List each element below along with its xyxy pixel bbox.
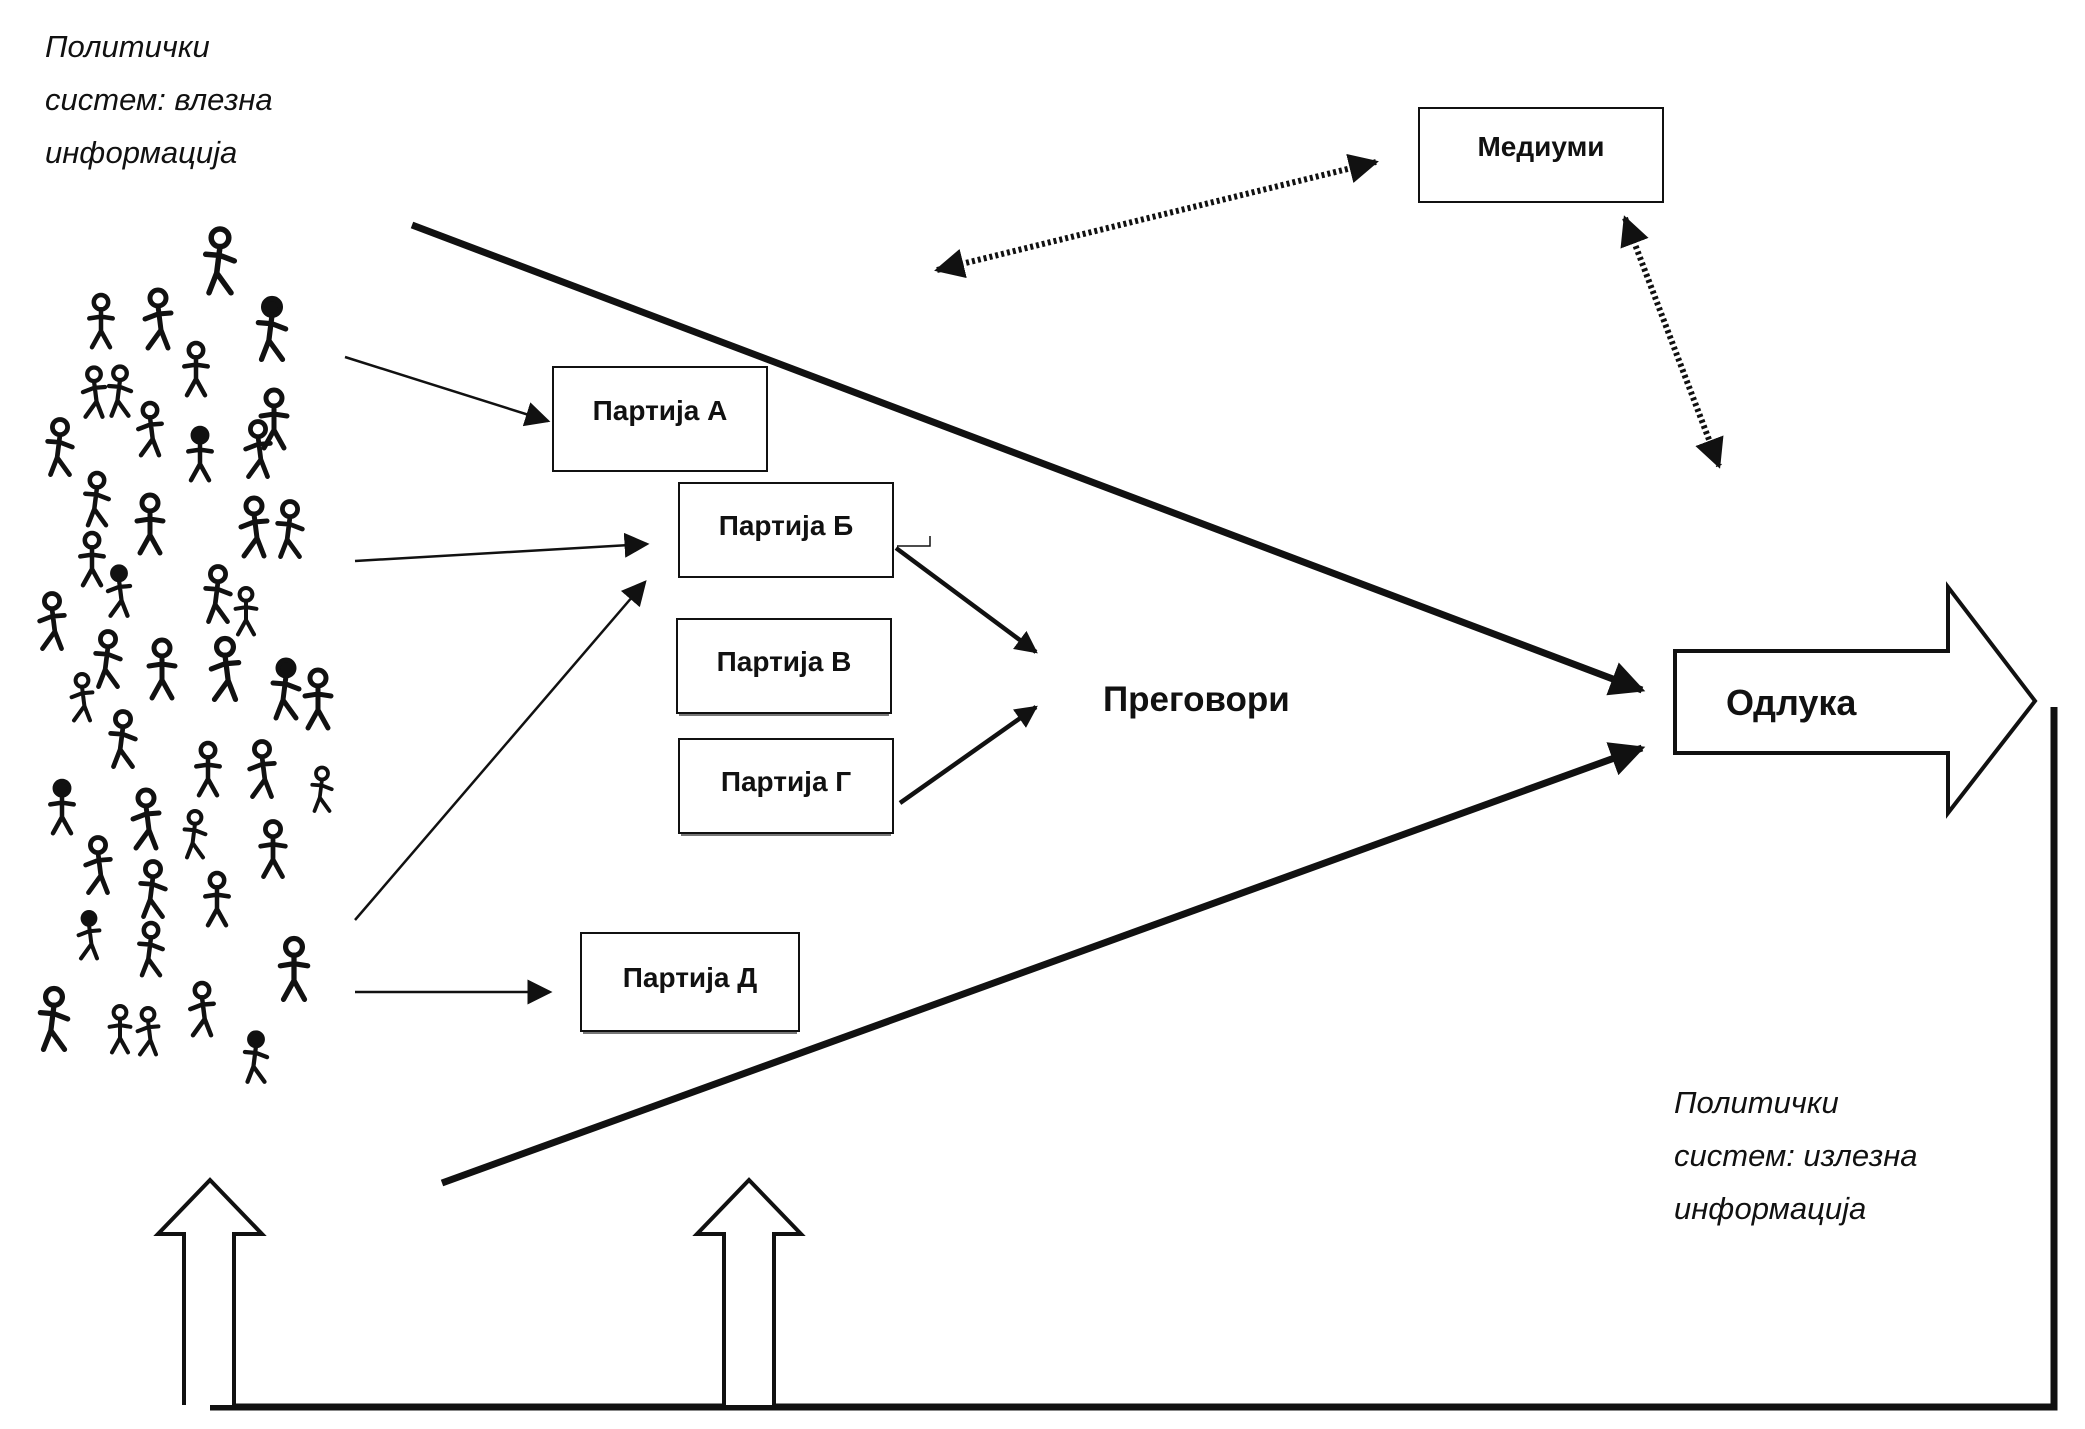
party-b-box: Партија Б [678, 482, 894, 578]
stick-figure [194, 740, 222, 798]
stick-figure [242, 1030, 270, 1084]
stick-figure [106, 364, 134, 418]
stick-figure [108, 709, 138, 769]
stick-figure [182, 340, 210, 398]
party-d-box: Партија Г [678, 738, 894, 834]
party-b-label: Партија Б [718, 510, 854, 541]
stick-figure [275, 499, 305, 559]
stick-figure [105, 564, 133, 618]
stick-figure [238, 495, 270, 559]
stick-figure [93, 629, 123, 689]
arrow-party-b-to-negotiations [894, 546, 1038, 654]
stick-figure [243, 419, 273, 479]
output-note-line: систем: излезна [1674, 1138, 1918, 1173]
party-c-box: Партија В [676, 618, 892, 714]
stick-figure [83, 470, 111, 528]
input-note-line: Политички [45, 29, 210, 64]
arrow-to-party-b [354, 532, 650, 563]
stick-figure [134, 492, 166, 556]
feedback-up-arrow-right [692, 1177, 806, 1405]
stick-figure [146, 637, 178, 701]
stick-figure [208, 635, 242, 703]
media-dotted-arrow-left [934, 153, 1379, 279]
stick-figure [302, 667, 334, 731]
media-label: Медиуми [1477, 131, 1605, 162]
party-a-label: Партија А [592, 395, 728, 426]
stick-figure [137, 920, 165, 978]
stick-figure [258, 819, 288, 879]
media-box: Медиуми [1418, 107, 1664, 203]
stick-figure [182, 808, 208, 860]
party-c-label: Партија В [716, 646, 852, 677]
output-note-line: Политички [1674, 1085, 1839, 1120]
lower-converging-arrow [440, 742, 1646, 1187]
stick-figure [83, 835, 113, 895]
arrow-crowd-to-center [354, 580, 647, 921]
input-note-line: систем: влезна [45, 82, 273, 117]
stick-figure [138, 859, 168, 919]
stick-figure [203, 870, 231, 928]
stick-figure [87, 292, 115, 350]
party-e-box: Партија Д [580, 932, 800, 1032]
output-note-line: информација [1674, 1191, 1867, 1226]
stick-figure [37, 985, 71, 1053]
stick-figure [78, 530, 106, 588]
party-d-label: Партија Г [720, 766, 852, 797]
decision-arrow-shape [1673, 581, 2038, 819]
arrow-party-d-to-negotiations [898, 705, 1038, 805]
input-note-line: информација [45, 135, 238, 170]
stick-figure [130, 787, 162, 851]
stick-figure [80, 365, 108, 419]
stick-figure [186, 425, 214, 483]
bracket-mark [897, 536, 931, 547]
stick-figure [135, 1005, 161, 1057]
decision-label: Одлука [1726, 682, 1857, 723]
stick-figure [48, 778, 76, 836]
crowd-of-people-icon [37, 226, 334, 1084]
stick-figure [45, 417, 75, 477]
feedback-loop-line [210, 707, 2058, 1411]
upper-converging-arrow [410, 221, 1646, 696]
stick-figure [258, 387, 290, 451]
stick-figure [37, 591, 67, 651]
stick-figure [233, 585, 259, 637]
stick-figure [310, 765, 334, 813]
input-information-note: Политички систем: влезна информација [45, 20, 273, 179]
stick-figure [188, 980, 216, 1038]
stick-figure [277, 935, 311, 1003]
feedback-up-arrow-left [153, 1177, 267, 1405]
stick-figure [247, 739, 277, 799]
stick-figure [142, 287, 174, 351]
stick-figure [270, 657, 302, 721]
stick-figure [136, 400, 164, 458]
stick-figure [76, 909, 102, 961]
stick-figure [69, 671, 95, 723]
stick-figure [107, 1003, 133, 1055]
stick-figure [202, 226, 238, 296]
stick-figure [255, 295, 289, 363]
arrow-to-party-a [344, 355, 551, 427]
party-e-label: Партија Д [622, 962, 758, 993]
party-a-box: Партија А [552, 366, 768, 472]
negotiations-label: Преговори [1103, 680, 1290, 719]
output-information-note: Политички систем: излезна информација [1674, 1076, 1918, 1235]
media-dotted-arrow-down [1620, 215, 1724, 469]
stick-figure [203, 564, 233, 624]
